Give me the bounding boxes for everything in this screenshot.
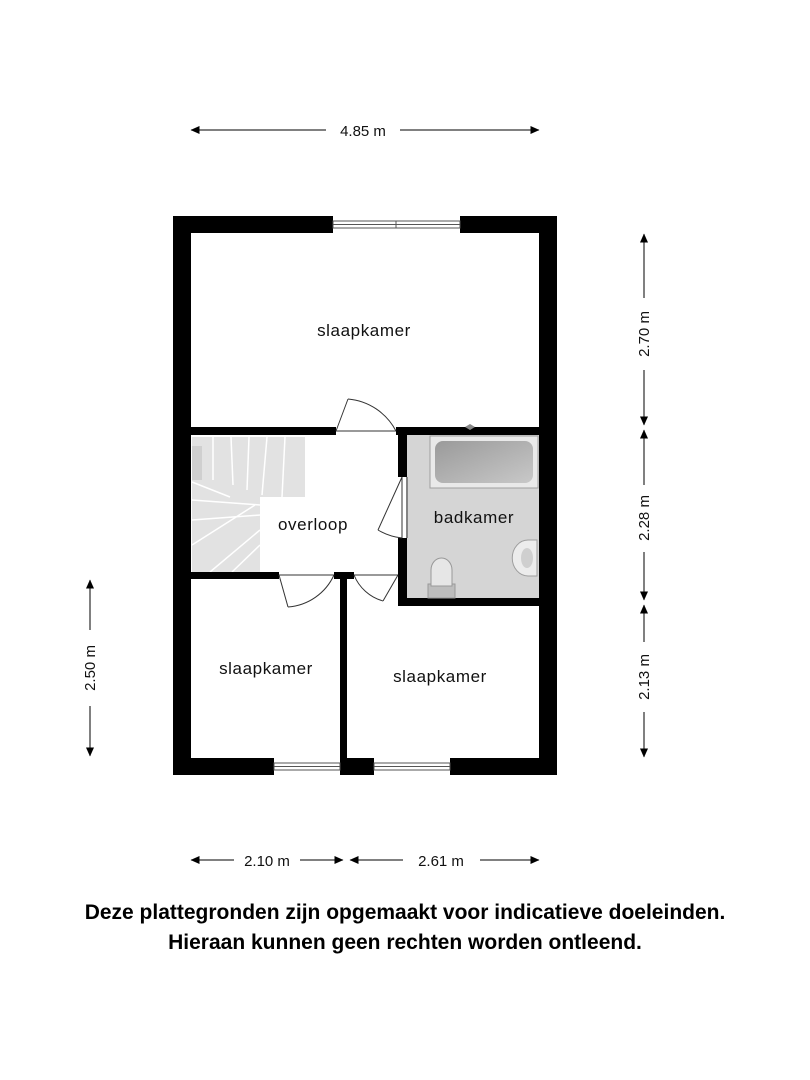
bathtub xyxy=(429,435,539,489)
window-bottom-left xyxy=(273,762,341,771)
dim-bottom-left: 2.10 m xyxy=(244,853,290,870)
dim-right-bottom: 2.13 m xyxy=(636,654,653,700)
door-bedroom-left xyxy=(278,574,335,608)
dim-right-middle: 2.28 m xyxy=(636,495,653,541)
disclaimer-line-2: Hieraan kunnen geen rechten worden ontle… xyxy=(168,931,642,954)
room-label-bedroom-bottom-left: slaapkamer xyxy=(219,659,313,678)
interior-walls xyxy=(191,427,539,758)
tap-icon xyxy=(465,424,475,430)
windows xyxy=(273,220,461,771)
dim-top-width: 4.85 m xyxy=(340,123,386,140)
door-bedroom-right xyxy=(353,574,399,602)
room-label-bathroom: badkamer xyxy=(434,508,514,527)
disclaimer-line-1: Deze plattegronden zijn opgemaakt voor i… xyxy=(84,901,726,924)
dimension-lines xyxy=(86,126,648,864)
doors xyxy=(278,398,408,608)
outer-walls xyxy=(173,216,557,775)
toilet xyxy=(427,557,456,599)
door-bathroom xyxy=(377,476,408,539)
sink xyxy=(511,539,538,577)
dim-left: 2.50 m xyxy=(82,645,99,691)
door-bedroom-top xyxy=(335,398,397,432)
room-label-bedroom-top: slaapkamer xyxy=(317,321,411,340)
bathroom-fixtures xyxy=(427,424,539,599)
room-label-bedroom-bottom-right: slaapkamer xyxy=(393,667,487,686)
dim-bottom-right: 2.61 m xyxy=(418,853,464,870)
staircase xyxy=(191,436,305,573)
dim-right-top: 2.70 m xyxy=(636,311,653,357)
window-top xyxy=(332,220,461,229)
room-label-landing: overloop xyxy=(278,515,348,534)
window-bottom-right xyxy=(373,762,451,771)
